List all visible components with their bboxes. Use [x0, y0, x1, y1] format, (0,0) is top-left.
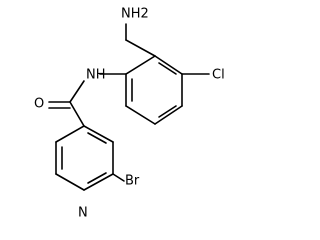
aniline-substituents [99, 23, 210, 75]
bond [125, 39, 156, 57]
bond [55, 173, 85, 191]
bond [83, 125, 114, 143]
chlorine-label: Cl [212, 68, 225, 83]
bond [69, 101, 85, 127]
bond [158, 105, 177, 118]
amide-nitrogen-label: NH [86, 68, 106, 83]
bond [158, 62, 177, 75]
bond [154, 55, 183, 75]
bond [125, 105, 156, 125]
bond [87, 132, 107, 144]
bond [87, 172, 107, 184]
bromine-label: Br [125, 174, 140, 189]
carbonyl-oxygen-label: O [34, 97, 44, 112]
bond [55, 125, 85, 143]
molecule-drawing: NH2 NH O Cl Br N [34, 7, 225, 221]
amide-linkage [48, 80, 85, 127]
pyridine-nitrogen-label: N [78, 206, 88, 221]
amine-label: NH2 [121, 7, 149, 22]
bond [125, 55, 156, 75]
structure-diagram: NH2 NH O Cl Br N [34, 6, 225, 221]
aniline-ring [125, 39, 183, 125]
pyridine-ring [55, 125, 125, 191]
bond [83, 173, 114, 191]
bond [112, 173, 125, 182]
bond [154, 105, 183, 125]
bond [69, 80, 85, 103]
